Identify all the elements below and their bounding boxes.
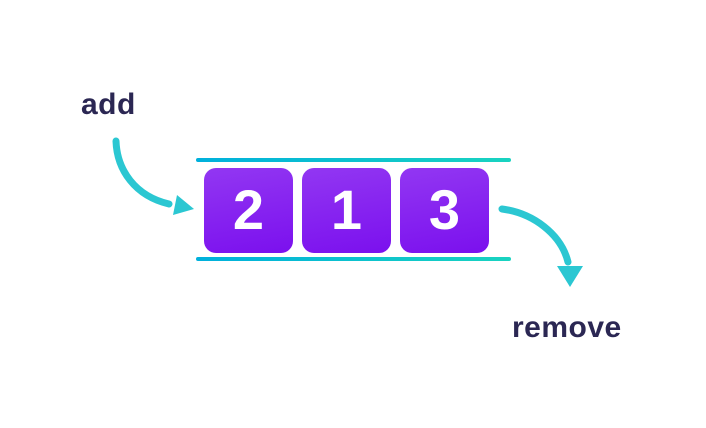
remove-label: remove [512,311,622,344]
queue-item-value: 1 [330,177,363,241]
queue-item-value: 2 [232,177,265,241]
add-arrow-icon [112,137,194,215]
queue-item-value: 3 [428,177,461,241]
queue: 2 1 3 [204,168,489,253]
queue-item: 2 [204,168,293,253]
remove-arrow-icon [498,205,583,287]
queue-bottom-rail [196,257,511,261]
queue-top-rail [196,158,511,162]
queue-item: 1 [302,168,391,253]
queue-item: 3 [400,168,489,253]
add-label: add [81,88,136,121]
